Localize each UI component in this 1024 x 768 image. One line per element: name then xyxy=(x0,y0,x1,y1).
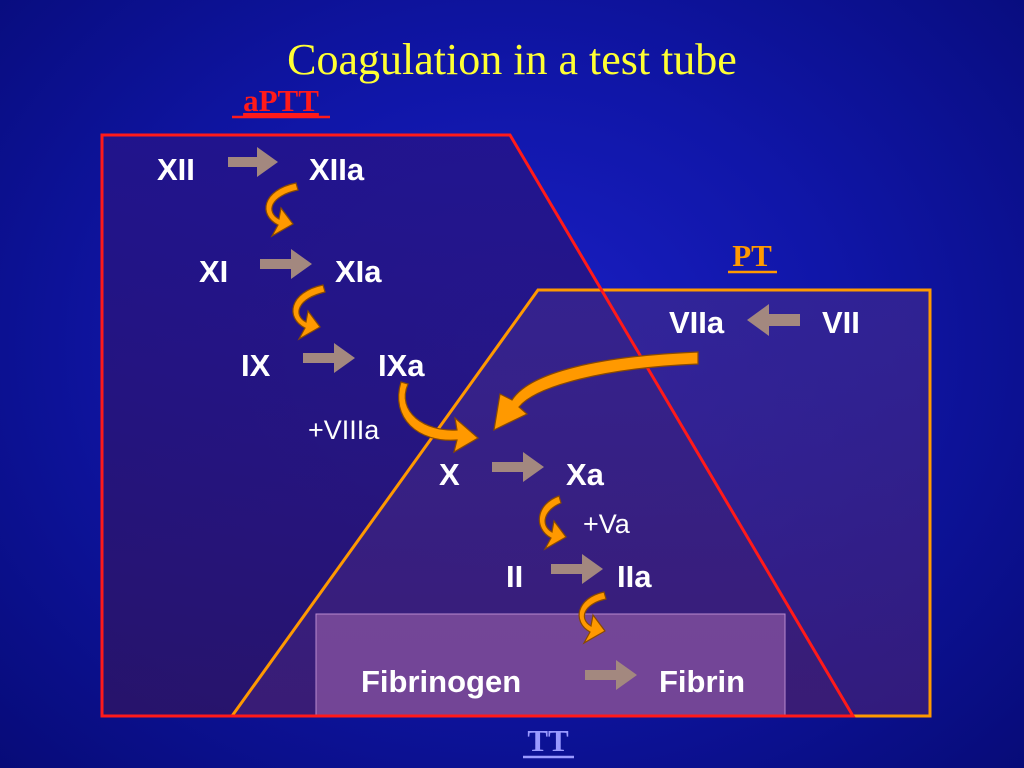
tt-region xyxy=(315,613,786,717)
factor-xiia: XIIa xyxy=(309,152,365,187)
pt-region-outline xyxy=(229,288,932,718)
factor-xi: XI xyxy=(199,254,228,289)
arrow-ii-to-iia xyxy=(551,554,603,584)
pt-label: PT xyxy=(732,238,772,273)
cofactor-viiia: +VIIIa xyxy=(308,415,380,445)
factor-xii: XII xyxy=(157,152,195,187)
factor-x: X xyxy=(439,457,460,492)
curve-xiia-activates-xi xyxy=(265,182,299,238)
factor-vii: VII xyxy=(822,305,860,340)
factor-iia: IIa xyxy=(617,559,652,594)
aptt-label: aPTT xyxy=(243,83,319,118)
slide-title: Coagulation in a test tube xyxy=(287,35,737,84)
factor-fibrin: Fibrin xyxy=(659,664,745,699)
factor-viia: VIIa xyxy=(669,305,725,340)
factor-ii: II xyxy=(506,559,523,594)
curve-ixa-activates-x xyxy=(398,381,480,454)
factor-xa: Xa xyxy=(566,457,605,492)
tt-label: TT xyxy=(527,723,569,758)
arrow-ix-to-ixa xyxy=(303,343,355,373)
arrow-vii-to-viia xyxy=(747,304,800,336)
arrow-x-to-xa xyxy=(492,452,544,482)
factor-xia: XIa xyxy=(335,254,382,289)
arrow-fibrinogen-to-fibrin xyxy=(585,660,637,690)
factor-ix: IX xyxy=(241,348,271,383)
aptt-region-outline xyxy=(100,133,856,718)
curve-xia-activates-ix xyxy=(292,284,326,341)
factor-ixa: IXa xyxy=(378,348,425,383)
cofactor-va: +Va xyxy=(583,509,631,539)
arrow-xii-to-xiia xyxy=(228,147,278,177)
arrow-xi-to-xia xyxy=(260,249,312,279)
pt-region xyxy=(232,290,930,716)
curve-xa-activates-ii xyxy=(538,495,567,551)
curve-viia-activates-x xyxy=(493,351,699,432)
curve-iia-activates-fibrinogen xyxy=(578,591,607,645)
factor-fibrinogen: Fibrinogen xyxy=(361,664,521,699)
